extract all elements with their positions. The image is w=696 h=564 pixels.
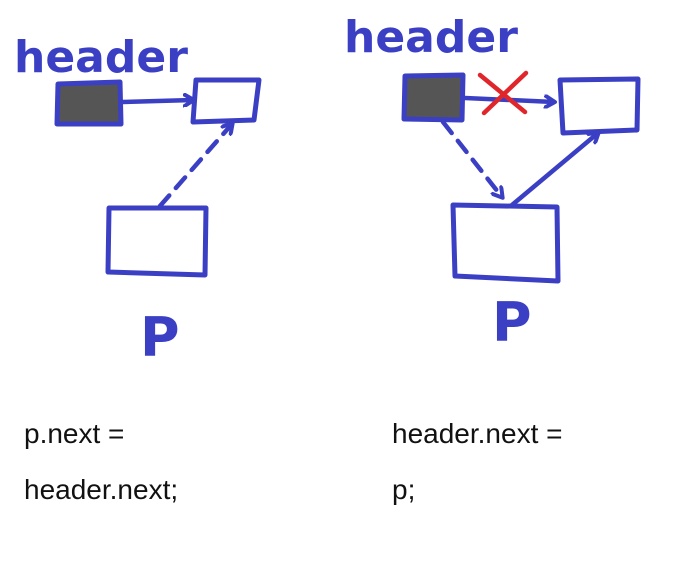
left-code-line-1: p.next = (24, 418, 125, 449)
right-p-node (450, 202, 561, 284)
left-header-label: header (14, 32, 188, 83)
left-p-label: P (140, 306, 180, 369)
left-code-line-2: header.next; (24, 474, 179, 505)
left-p-next-dashed-arrow (157, 124, 232, 209)
right-header-p-dashed-arrow (440, 119, 502, 197)
left-p-node (105, 205, 209, 278)
left-header-node (54, 79, 124, 127)
left-header-next-arrow (119, 100, 193, 102)
cross-icon (477, 70, 529, 116)
right-header-node (401, 72, 466, 123)
right-code-line-2: p; (392, 474, 416, 505)
right-header-label: header (344, 12, 518, 63)
right-next-node (557, 76, 641, 136)
left-panel: header P (14, 32, 262, 369)
left-next-node (190, 77, 262, 125)
right-p-next-arrow (509, 133, 598, 208)
right-p-label: P (492, 291, 532, 354)
right-panel: header P (344, 12, 641, 354)
right-code-line-1: header.next = (392, 418, 563, 449)
